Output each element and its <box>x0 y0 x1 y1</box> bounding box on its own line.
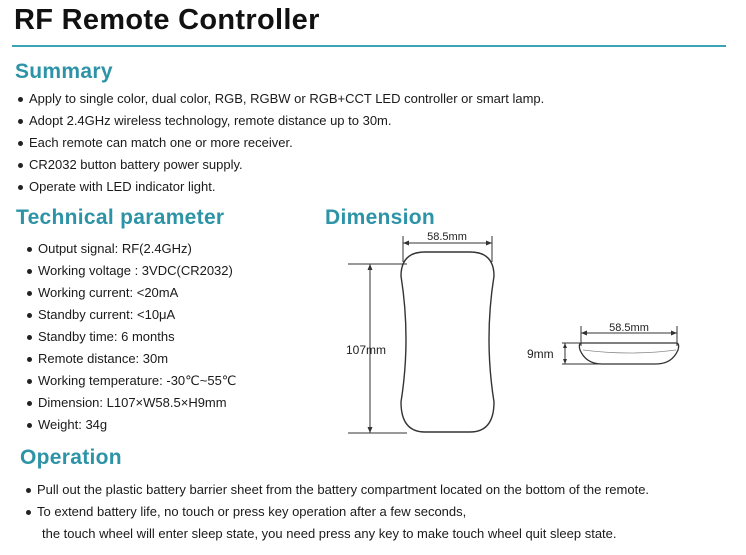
operation-heading: Operation <box>20 446 122 469</box>
operation-line: Pull out the plastic battery barrier she… <box>37 482 650 497</box>
list-item: Dimension: L107×W58.5×H9mm <box>26 392 236 414</box>
width-label: 58.5mm <box>427 231 467 243</box>
height-label: 107mm <box>346 343 386 357</box>
remote-front-outline <box>400 251 495 433</box>
list-item: Each remote can match one or more receiv… <box>17 132 544 154</box>
list-item: Working current: <20mA <box>26 282 236 304</box>
operation-line: the touch wheel will enter sleep state, … <box>42 526 617 541</box>
list-item: Remote distance: 30m <box>26 348 236 370</box>
list-item: Working voltage : 3VDC(CR2032) <box>26 260 236 282</box>
page-title: RF Remote Controller <box>14 4 320 36</box>
list-item: Weight: 34g <box>26 414 236 436</box>
list-item: Apply to single color, dual color, RGB, … <box>17 88 544 110</box>
summary-list: Apply to single color, dual color, RGB, … <box>17 88 544 198</box>
list-item: Standby current: <10μA <box>26 304 236 326</box>
thickness-label: 9mm <box>527 347 554 361</box>
list-item: Adopt 2.4GHz wireless technology, remote… <box>17 110 544 132</box>
list-item: To extend battery life, no touch or pres… <box>25 501 735 545</box>
technical-list: Output signal: RF(2.4GHz) Working voltag… <box>26 238 236 436</box>
list-item: CR2032 button battery power supply. <box>17 154 544 176</box>
dimension-heading: Dimension <box>325 206 436 229</box>
list-item: Operate with LED indicator light. <box>17 176 544 198</box>
list-item: Standby time: 6 months <box>26 326 236 348</box>
title-divider <box>12 45 726 47</box>
side-width-label: 58.5mm <box>609 322 649 334</box>
technical-heading: Technical parameter <box>16 206 225 229</box>
operation-list: Pull out the plastic battery barrier she… <box>25 479 735 545</box>
summary-heading: Summary <box>15 60 113 83</box>
list-item: Pull out the plastic battery barrier she… <box>25 479 735 501</box>
list-item: Working temperature: -30℃~55℃ <box>26 370 236 392</box>
remote-side-outline <box>578 342 680 365</box>
operation-line: To extend battery life, no touch or pres… <box>37 504 467 519</box>
list-item: Output signal: RF(2.4GHz) <box>26 238 236 260</box>
